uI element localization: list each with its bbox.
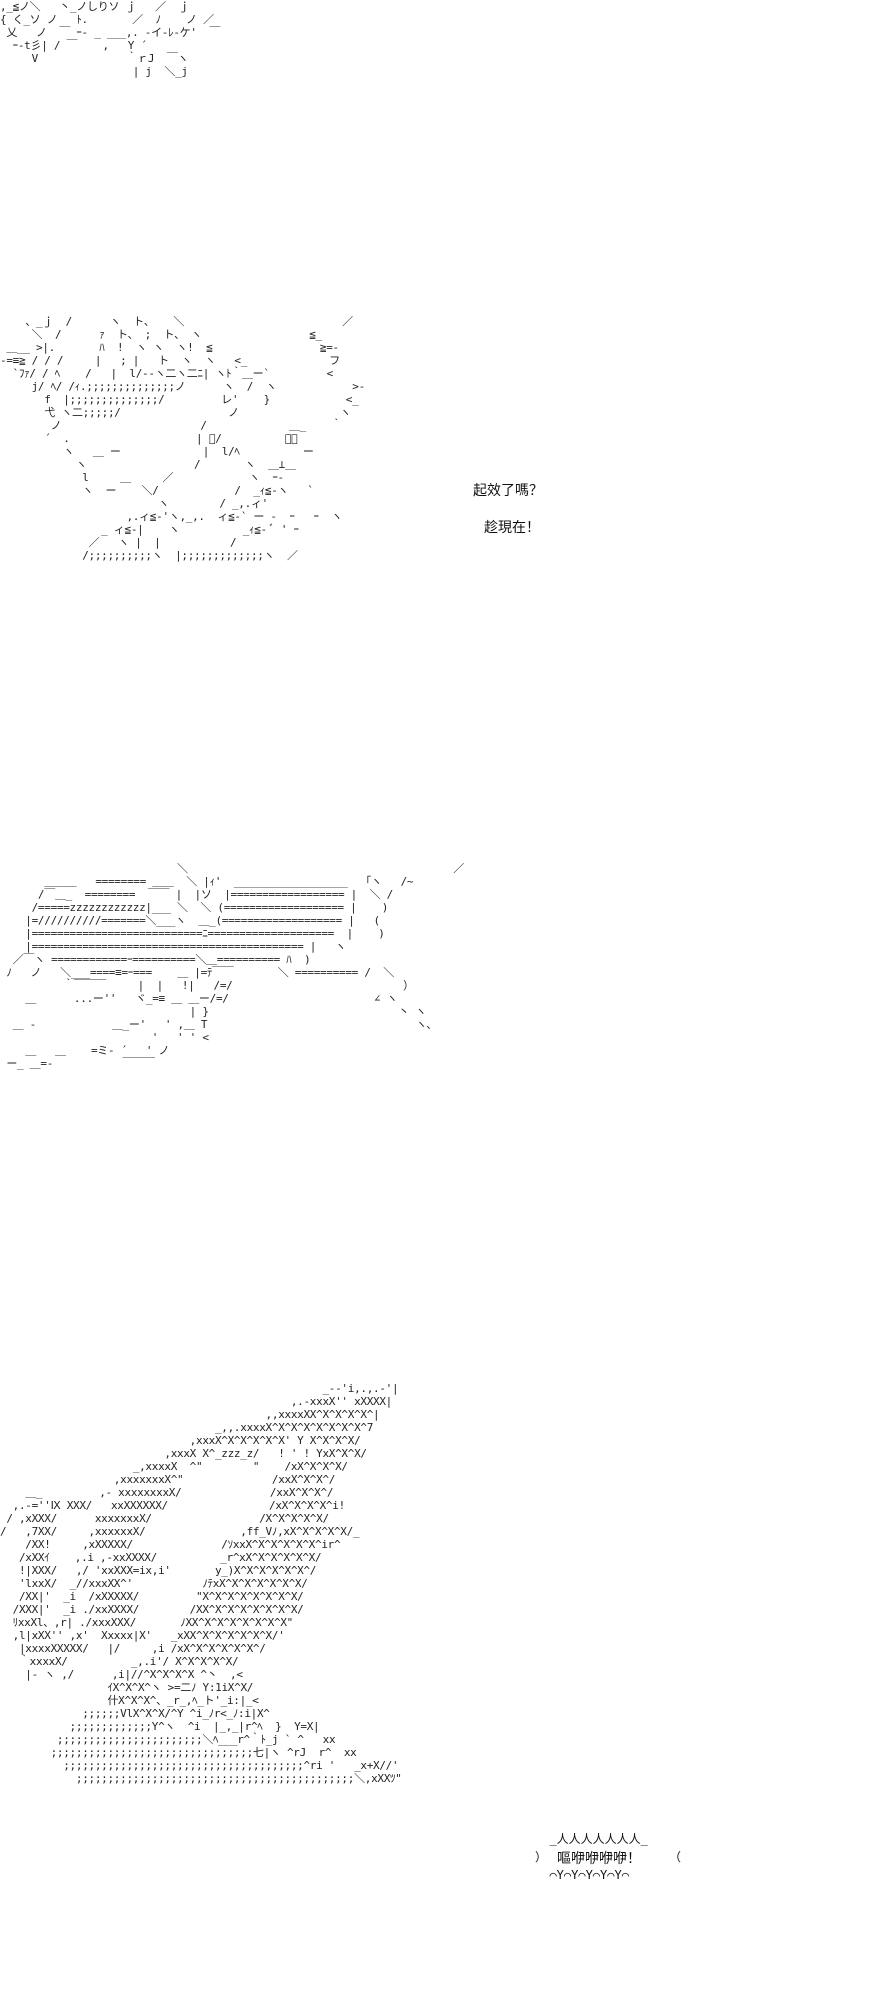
panel-4: _--'i,.,.-'| ,.-xxxX'' xXXXX| ,,xxxxXX^X… — [0, 1382, 885, 2000]
ascii-art-device: ＼ ／ ＿＿＿ ======== ＿＿ ＼ |ｨ' ______________… — [6, 862, 464, 1070]
dialog-line-1: 起效了嗎？ — [473, 483, 543, 499]
shout-bubble-bottom: ⌒Y⌒Y⌒Y⌒Y⌒Y⌒ — [535, 1868, 629, 1882]
panel-1: ,_≦ノ＼ 丶_ノしりソ ｊ ／ ｊ { く_ソ ノ ﾄ. ／ ﾉ ノ ／ 乂 … — [0, 0, 885, 110]
panel-2: 、_ｊ / ヽ ト、 ＼ ／ ＼ / ｧ ト、 ; ト、 ヽ ≦_ ＿__ >|… — [0, 315, 885, 675]
dialog-line-2: 趁現在！ — [484, 520, 540, 536]
ascii-art-character: 、_ｊ / ヽ ト、 ＼ ／ ＼ / ｧ ト、 ; ト、 ヽ ≦_ ＿__ >|… — [0, 315, 365, 562]
shout-bubble-left: ） — [535, 1850, 548, 1864]
ascii-art-hatched-shape: _--'i,.,.-'| ,.-xxxX'' xXXXX| ,,xxxxXX^X… — [0, 1382, 402, 1785]
shout-bubble-top: _人人人人人人人_ — [535, 1832, 648, 1846]
shout-bubble-right: （ — [669, 1850, 682, 1864]
shout-text: 嘔咿咿咿咿！ — [557, 1851, 641, 1867]
shout-bubble: _人人人人人人人_ ） 嘔咿咿咿咿！ （ ⌒Y⌒Y⌒Y⌒Y⌒Y⌒ — [535, 1832, 685, 1902]
ascii-art-figure-top: ,_≦ノ＼ 丶_ノしりソ ｊ ／ ｊ { く_ソ ノ ﾄ. ／ ﾉ ノ ／ 乂 … — [0, 0, 221, 78]
panel-3: ＼ ／ ＿＿＿ ======== ＿＿ ＼ |ｨ' ______________… — [0, 862, 885, 1192]
